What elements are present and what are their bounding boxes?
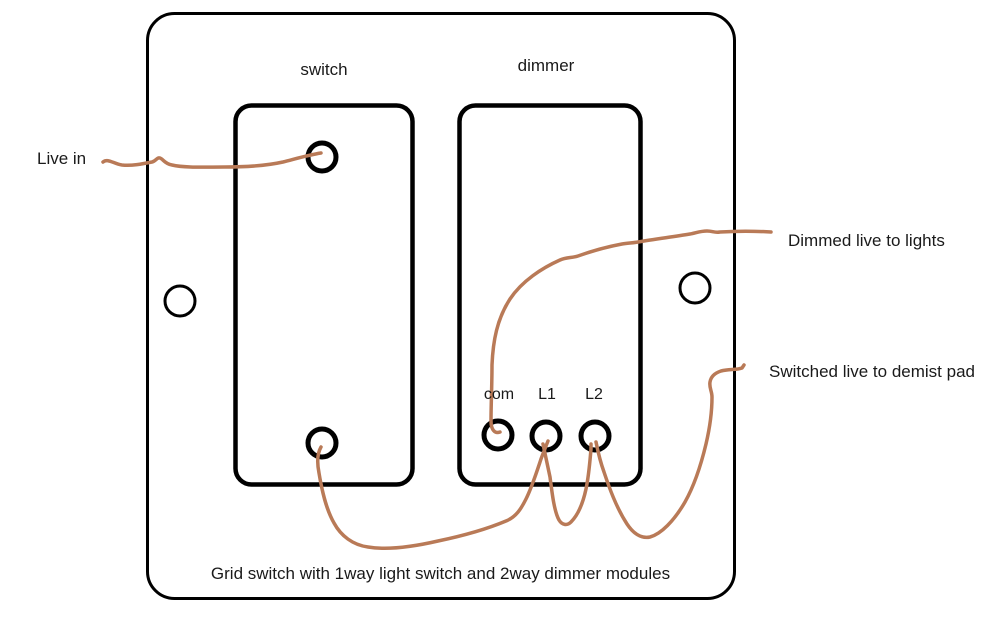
terminal-l1-label: L1 <box>538 386 556 403</box>
dimmer-module-label: dimmer <box>517 56 575 75</box>
wire-live-in <box>101 151 323 169</box>
terminal-com <box>481 418 515 452</box>
wire-dimmed-live <box>489 229 773 435</box>
live-in-label: Live in <box>37 149 87 168</box>
wire-switch-to-l1 <box>315 439 550 550</box>
terminal-l2 <box>578 419 612 453</box>
diagram-caption: Grid switch with 1way light switch and 2… <box>210 564 671 583</box>
switched-live-label: Switched live to demist pad <box>769 362 975 381</box>
switch-module-outline <box>233 103 415 487</box>
screw-hole-left <box>163 284 197 318</box>
wire-switched-live <box>594 363 746 540</box>
terminal-switch-bottom <box>305 426 339 460</box>
terminal-switch-top <box>305 140 339 174</box>
terminal-com-label: com <box>483 386 515 403</box>
wire-l1-l2-link <box>541 442 593 527</box>
terminal-l2-label: L2 <box>585 386 603 403</box>
screw-hole-right <box>678 271 712 305</box>
switch-module-label: switch <box>300 60 348 79</box>
dimmed-live-label: Dimmed live to lights <box>788 231 945 250</box>
